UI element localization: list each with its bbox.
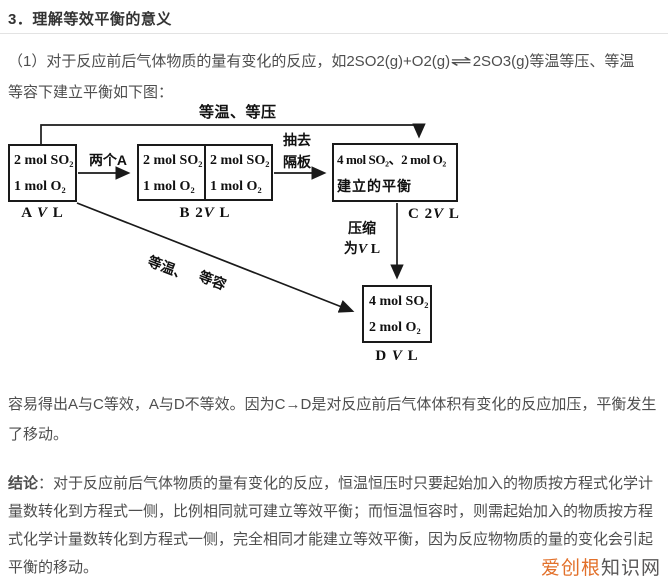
container-a-label: A V L [21,205,64,221]
diagonal-arrow-label-2: 等容 [196,267,229,293]
analysis-line-1: 容易得出A与C等效，A与D不等效。因为C→D是对反应前后气体体积有变化的反应加压… [8,396,657,413]
conclusion-line-1: 结论：对于反应前后气体物质的量有变化的反应，恒温恒压时只要起始加入的物质按方程式… [8,475,654,492]
container-d-contents-line2: 2 mol O₂ [369,320,421,335]
arrow-b-to-c-label: 抽去 隔板 [283,132,311,170]
container-a-contents-line2: 1 mol O₂ [14,179,66,194]
page-title: 3．理解等效平衡的意义 [8,11,172,28]
container-b-box: 2 mol SO₂ 1 mol O₂ 2 mol SO₂ 1 mol O₂ [137,144,273,201]
intro-line-2: 等容下建立平衡如下图： [8,84,174,101]
container-b-cell-1: 2 mol SO₂ 1 mol O₂ [139,146,206,199]
site-watermark-highlight: 爱创根 [540,558,601,579]
container-c-box: 4 mol SO₂、2 mol O₂ 建立的平衡 [332,143,458,202]
container-d-contents-line1: 4 mol SO₂ [369,294,429,309]
top-arrow-label: 等温、等压 [199,104,277,121]
conclusion-line-2: 量数转化到方程式一侧，比例相同就可建立等效平衡；而恒温恒容时，则需起始加入的物质… [8,503,654,520]
intro-paragraph: （1）对于反应前后气体物质的量有变化的反应，如2SO2(g)+O2(g)⇌2SO… [8,46,664,108]
site-watermark: 爱创根知识网 [541,553,661,580]
reversible-arrow-symbol: ⇌ [450,53,473,70]
container-a-contents-line1: 2 mol SO₂ [14,153,74,168]
container-c-contents-line2: 建立的平衡 [337,178,412,194]
site-watermark-rest: 知识网 [600,558,661,579]
arrow-c-to-d-label: 压缩 为V L [343,220,381,257]
divider [0,33,668,34]
container-b-cell-2: 2 mol SO₂ 1 mol O₂ [210,153,270,194]
container-d-box: 4 mol SO₂ 2 mol O₂ [362,285,432,343]
container-c-contents-line1: 4 mol SO₂、2 mol O₂ [337,152,446,167]
analysis-paragraph: 容易得出A与C等效，A与D不等效。因为C→D是对反应前后气体体积有变化的反应加压… [8,390,664,450]
container-c-label: C 2V L [408,206,460,222]
container-a-box: 2 mol SO₂ 1 mol O₂ [8,144,77,202]
conclusion-label: 结论 [8,475,39,492]
container-d-label: D V L [375,348,419,364]
conclusion-paragraph: 结论：对于反应前后气体物质的量有变化的反应，恒温恒压时只要起始加入的物质按方程式… [8,470,664,582]
conclusion-line-3: 式化学计量数转化到方程式一侧，完全相同才能建立等效平衡，因为反应物物质的量的变化… [8,531,654,548]
arrow-a-to-b-label: 两个A [88,152,128,168]
analysis-line-2: 了移动。 [8,426,69,443]
container-b-label: B 2V L [179,205,231,221]
intro-line-1: （1）对于反应前后气体物质的量有变化的反应，如2SO2(g)+O2(g)⇌2SO… [8,46,664,77]
conclusion-line-4: 平衡的移动。 [8,559,99,576]
diagonal-arrow-label-1: 等温、 [145,252,191,283]
